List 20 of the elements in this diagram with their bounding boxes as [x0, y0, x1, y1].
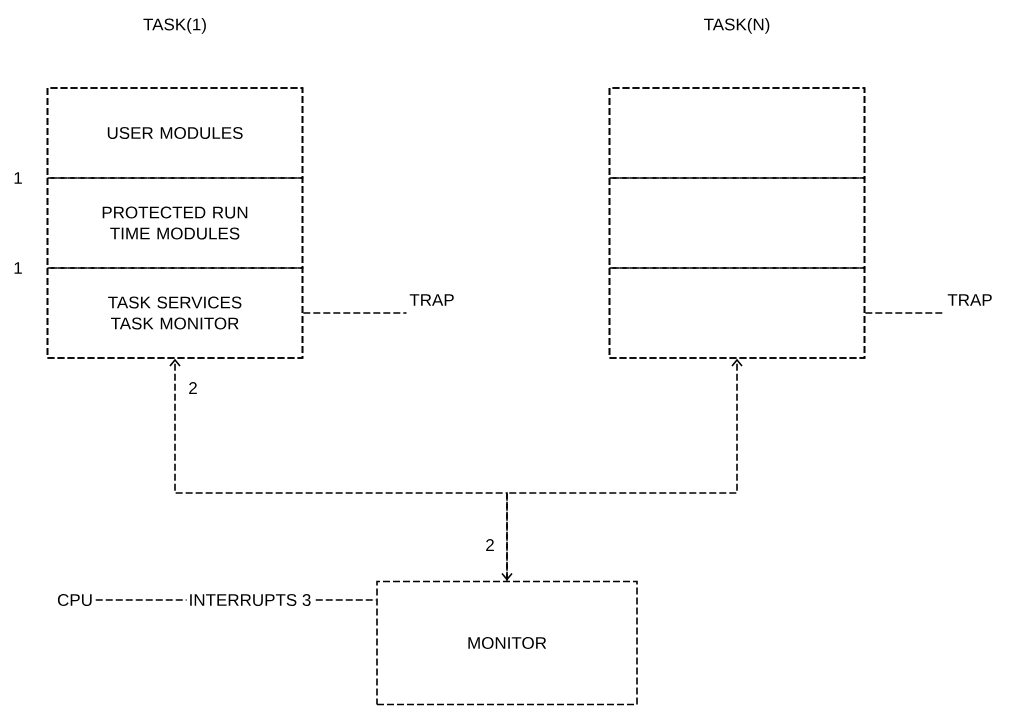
- text-label: TRAP: [409, 294, 454, 306]
- empty-box: [608, 267, 866, 359]
- bus-connector: [506, 358, 743, 582]
- monitor-box: MONITOR: [376, 580, 638, 706]
- empty-box: [608, 87, 866, 179]
- connector-line: [302, 312, 408, 314]
- node-label: TASK(1): [143, 18, 206, 34]
- edge-label: INTERRUPTS 3: [186, 592, 314, 608]
- text-label: TRAP: [947, 294, 992, 306]
- module-box: TASK SERVICES TASK MONITOR: [46, 267, 304, 359]
- bus-number: 2: [187, 381, 199, 395]
- empty-box: [608, 177, 866, 269]
- text-label: CPU: [57, 594, 92, 606]
- layer-number: 1: [12, 171, 24, 185]
- node-label: TASK(N): [704, 18, 770, 34]
- bus-number: 2: [484, 538, 496, 552]
- module-box: PROTECTED RUN TIME MODULES: [46, 177, 304, 269]
- bus-connector: [169, 358, 513, 581]
- module-box: USER MODULES: [46, 87, 304, 179]
- layer-number: 1: [12, 261, 24, 275]
